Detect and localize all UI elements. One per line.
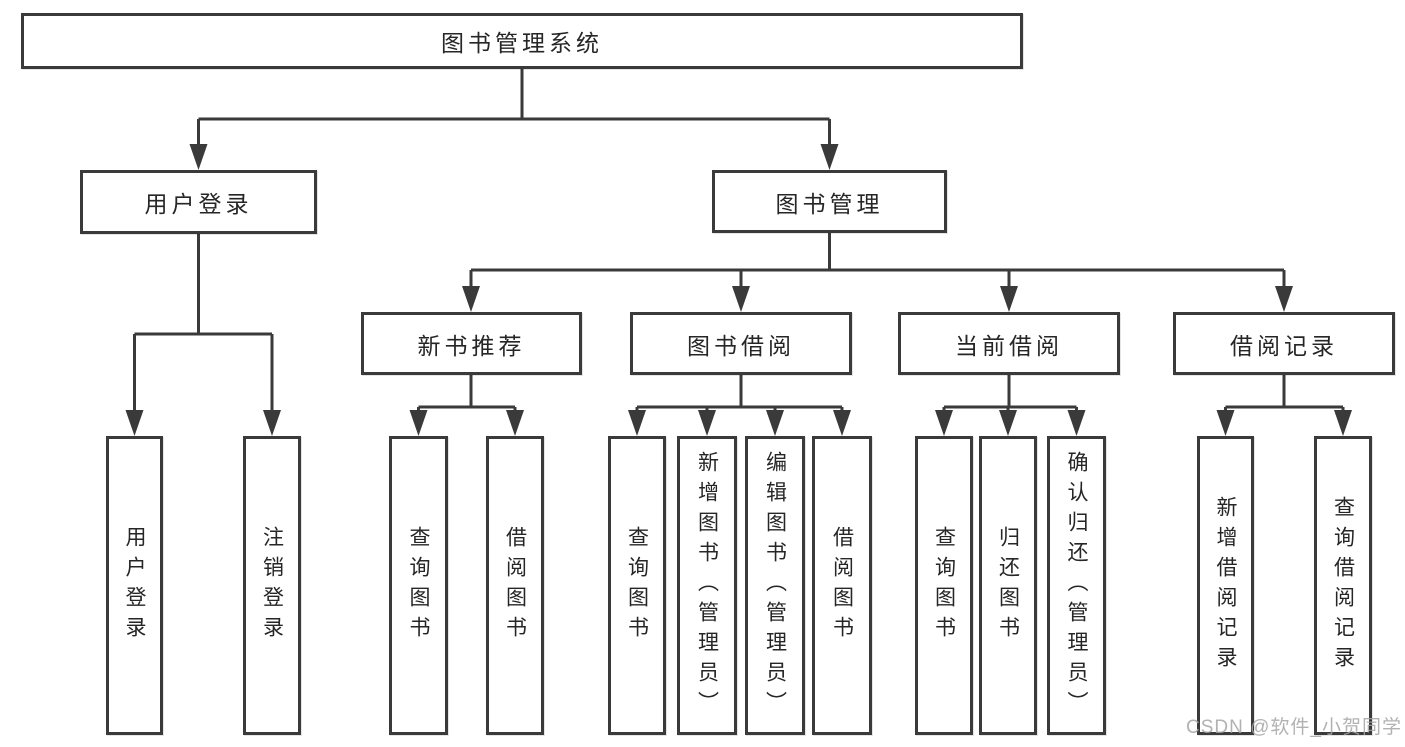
- connector-records-group: [1224, 375, 1345, 412]
- node-new-book-recommend: 新书推荐: [361, 312, 582, 375]
- node-book-borrow: 图书借阅: [630, 312, 852, 375]
- leaf-confirm-return-admin: 确认归还（管理员）: [1047, 436, 1106, 735]
- arrowheads: [125, 144, 1352, 436]
- node-book-management-label: 图书管理: [775, 190, 884, 217]
- node-current-borrow: 当前借阅: [898, 312, 1120, 375]
- leaf-add-borrow-record: 新增借阅记录: [1197, 436, 1254, 735]
- connector-borrow-group: [635, 375, 844, 412]
- leaf-recommend-borrow-books-label: 借阅图书: [503, 525, 527, 646]
- leaf-return-books: 归还图书: [979, 436, 1037, 735]
- leaf-query-borrow-record: 查询借阅记录: [1314, 436, 1372, 735]
- node-root-system-label: 图书管理系统: [441, 30, 603, 56]
- leaf-current-query-books: 查询图书: [915, 436, 973, 735]
- leaf-borrow-query-books-label: 查询图书: [625, 525, 649, 646]
- leaf-borrow-books-label: 借阅图书: [830, 525, 854, 646]
- node-borrow-records-label: 借阅记录: [1230, 332, 1338, 359]
- node-book-borrow-label: 图书借阅: [687, 332, 795, 359]
- leaf-recommend-query-books: 查询图书: [389, 436, 448, 735]
- node-root-system: 图书管理系统: [21, 13, 1023, 69]
- node-user-login-label: 用户登录: [144, 191, 253, 217]
- connector-recommend-group: [417, 375, 517, 412]
- node-new-book-recommend-label: 新书推荐: [417, 332, 526, 359]
- leaf-edit-book-admin: 编辑图书（管理员）: [745, 436, 805, 735]
- connector-bookmgmt-to-level3: [469, 233, 1286, 288]
- leaf-query-borrow-record-label: 查询借阅记录: [1331, 495, 1355, 676]
- connector-userlogin-group: [133, 234, 274, 412]
- leaf-add-book-admin-label: 新增图书（管理员）: [695, 450, 719, 721]
- node-book-management: 图书管理: [712, 170, 947, 233]
- leaf-logout: 注销登录: [243, 436, 301, 735]
- leaf-borrow-books: 借阅图书: [812, 436, 872, 735]
- node-current-borrow-label: 当前借阅: [955, 332, 1063, 359]
- leaf-return-books-label: 归还图书: [996, 525, 1020, 646]
- node-user-login: 用户登录: [80, 170, 317, 234]
- leaf-recommend-query-books-label: 查询图书: [407, 525, 430, 646]
- leaf-add-borrow-record-label: 新增借阅记录: [1214, 495, 1237, 676]
- csdn-watermark: CSDN @软件_小贺同学: [1186, 717, 1402, 738]
- leaf-current-query-books-label: 查询图书: [932, 525, 956, 646]
- connector-root-to-level2: [197, 69, 831, 146]
- leaf-borrow-query-books: 查询图书: [608, 436, 666, 735]
- connector-current-group: [942, 375, 1078, 412]
- leaf-confirm-return-admin-label: 确认归还（管理员）: [1065, 450, 1088, 721]
- leaf-logout-label: 注销登录: [260, 525, 284, 646]
- leaf-recommend-borrow-books: 借阅图书: [486, 436, 544, 735]
- leaf-user-login-label: 用户登录: [123, 525, 146, 646]
- leaf-user-login: 用户登录: [106, 436, 163, 735]
- node-borrow-records: 借阅记录: [1173, 312, 1395, 375]
- leaf-edit-book-admin-label: 编辑图书（管理员）: [763, 450, 787, 721]
- leaf-add-book-admin: 新增图书（管理员）: [677, 436, 737, 735]
